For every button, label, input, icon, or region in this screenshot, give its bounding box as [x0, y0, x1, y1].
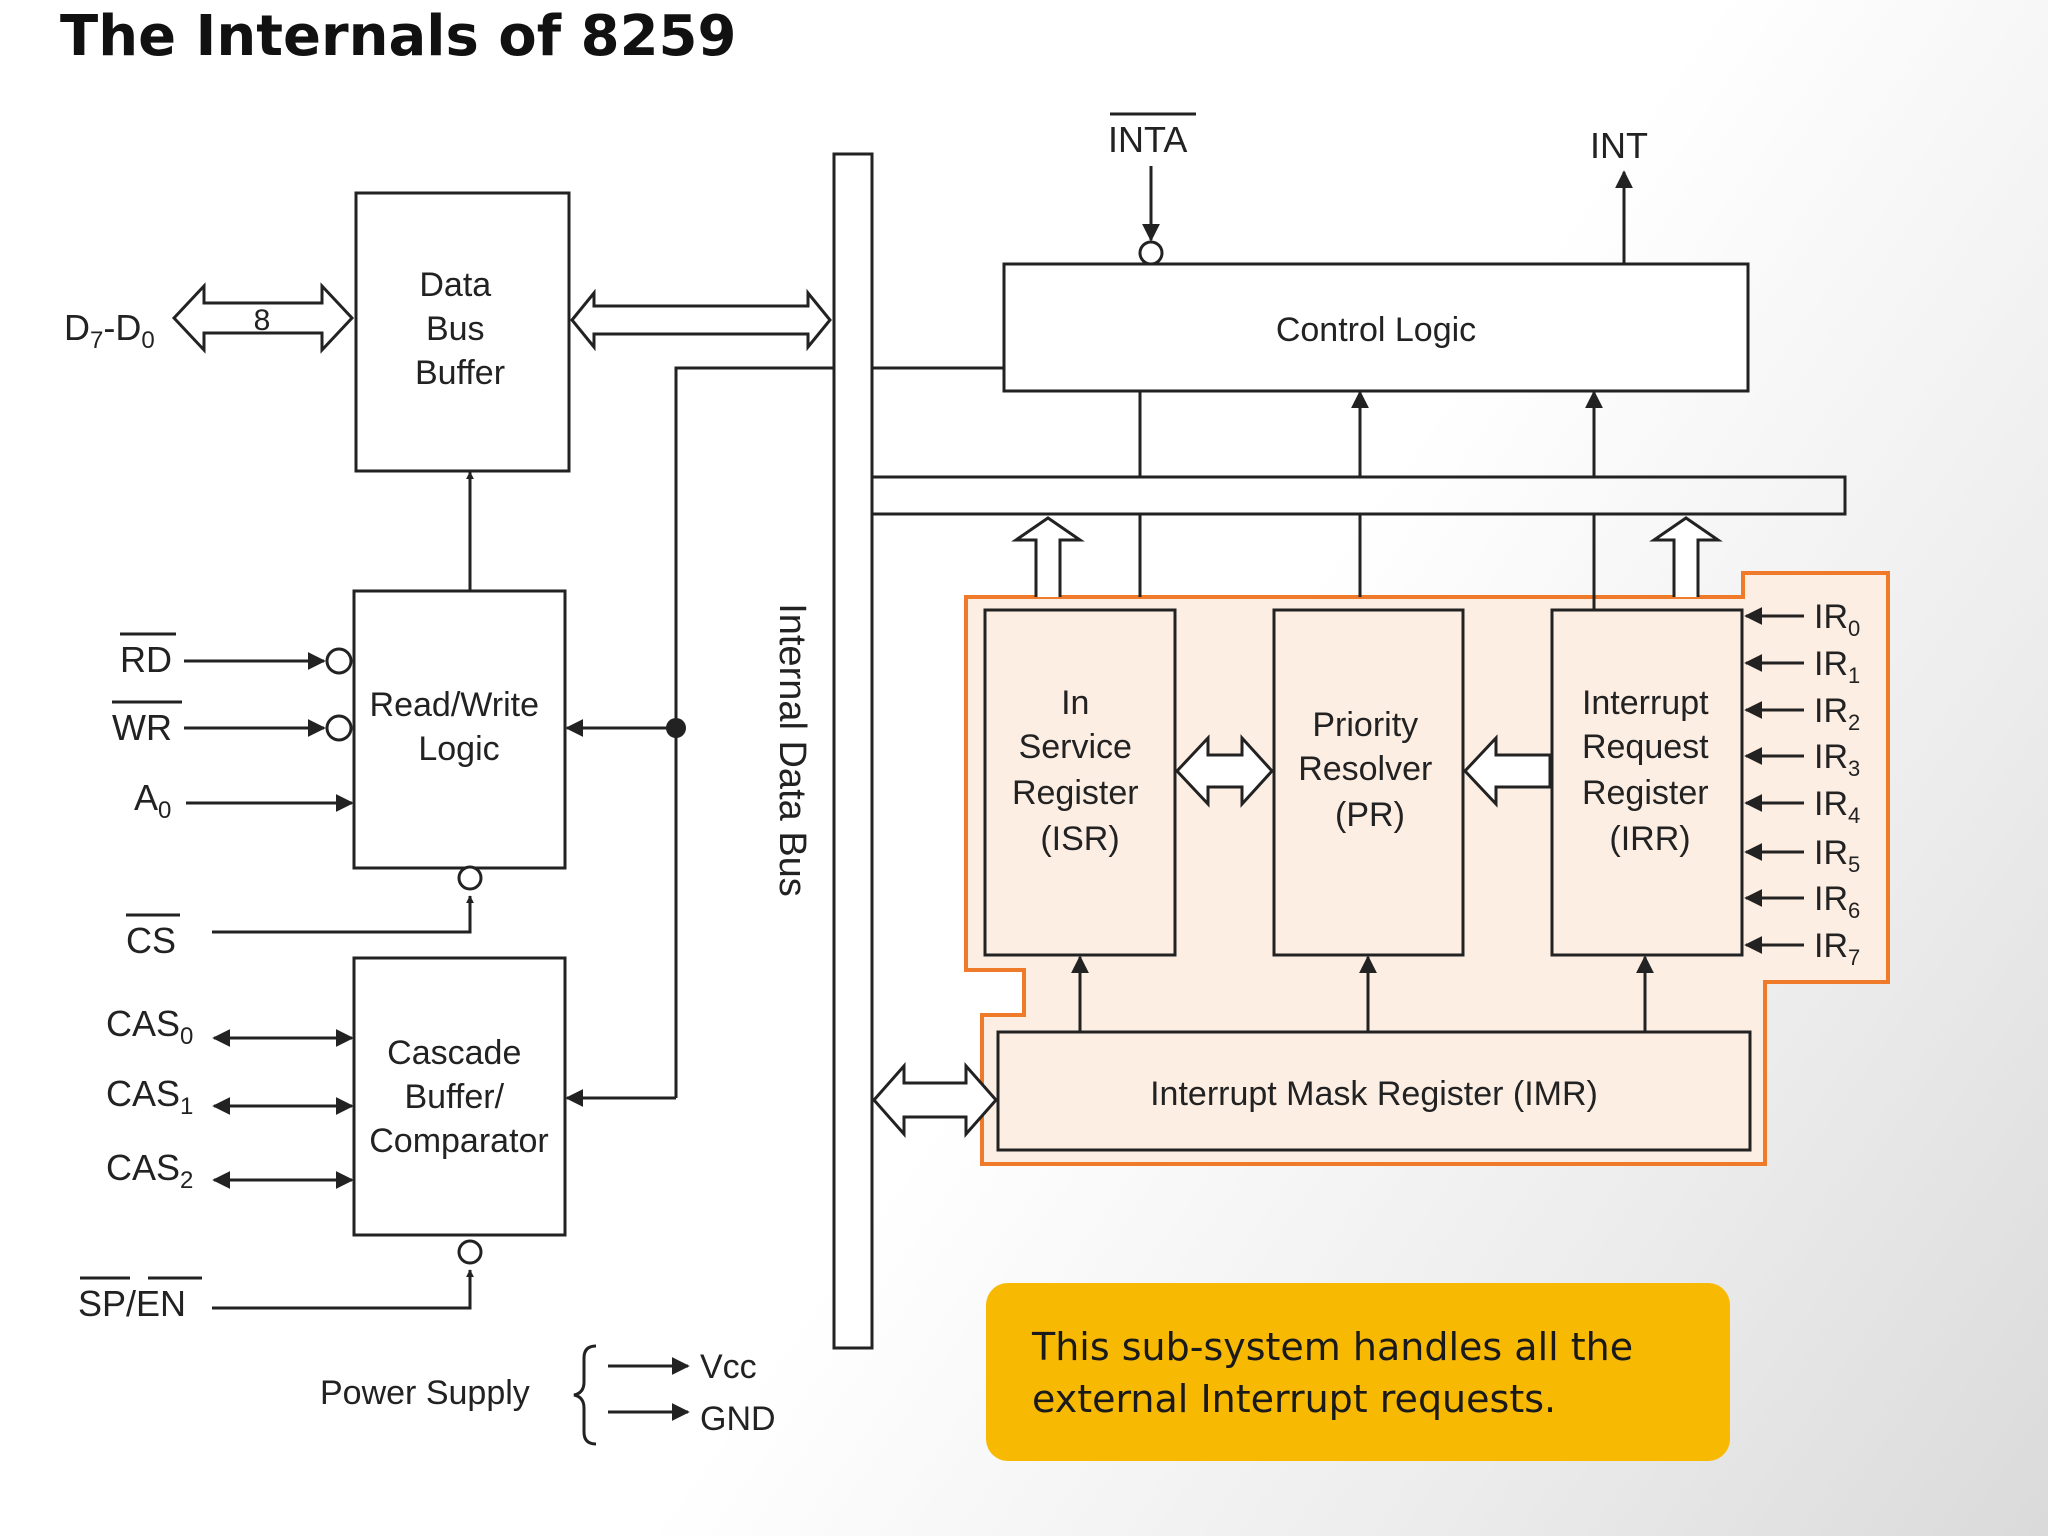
- register-bus: [872, 475, 1847, 516]
- imr-label: Interrupt Mask Register (IMR): [1150, 1075, 1598, 1113]
- bus-tap-line: [674, 366, 834, 1098]
- ir0-label: IR0: [1814, 598, 1860, 641]
- ir3-label: IR3: [1814, 738, 1860, 781]
- pr-block: [1272, 608, 1465, 957]
- cs-inversion-bubble: [457, 865, 483, 891]
- inta-inversion-bubble: [1138, 240, 1164, 266]
- pr-label: Priority Resolver (PR): [1298, 706, 1442, 834]
- cas1-pin-label: CAS1: [106, 1073, 193, 1120]
- sp-en-pin-label: SP/EN: [78, 1283, 186, 1324]
- subsystem-callout: This sub-system handles all the external…: [986, 1283, 1730, 1461]
- read-write-logic-label: Read/Write Logic: [370, 686, 549, 768]
- cascade-buffer-label: Cascade Buffer/ Comparator: [369, 1034, 549, 1160]
- ir5-label: IR5: [1814, 834, 1860, 877]
- power-brace: [573, 1344, 597, 1446]
- sp-en-inversion-bubble: [457, 1239, 483, 1265]
- gnd-label: GND: [700, 1400, 776, 1438]
- callout-line-1: This sub-system handles all the: [1032, 1325, 1634, 1369]
- sp-en-pin-line: [212, 1269, 474, 1310]
- slide-title: The Internals of 8259: [60, 4, 737, 69]
- irr-block: [1550, 608, 1744, 957]
- ir2-label: IR2: [1814, 692, 1860, 735]
- vcc-label: Vcc: [700, 1348, 757, 1386]
- internal-data-bus-label: Internal Data Bus: [771, 603, 813, 897]
- bus-junction-dot: [666, 718, 686, 738]
- data-pins-label: D7-D0: [64, 307, 155, 354]
- irr-up-hollow-arrow: [1649, 516, 1723, 597]
- int-pin-label: INT: [1590, 125, 1648, 166]
- cas2-pin-label: CAS2: [106, 1147, 193, 1194]
- imr-bus-hollow-arrow: [871, 1062, 999, 1138]
- control-logic-label: Control Logic: [1276, 311, 1476, 349]
- buffer-bus-arrow: [570, 288, 832, 352]
- ir4-label: IR4: [1814, 785, 1860, 828]
- irr-label: Interrupt Request Register (IRR): [1582, 684, 1718, 858]
- rd-pin-label: RD: [120, 639, 172, 680]
- inta-pin-label: INTA: [1108, 119, 1187, 160]
- isr-block: [983, 608, 1177, 957]
- cs-pin-label: CS: [126, 920, 176, 961]
- data-bus-buffer-label: Data Bus Buffer: [415, 266, 505, 392]
- a0-pin-label: A0: [134, 777, 171, 824]
- rd-inversion-bubble: [325, 647, 353, 675]
- ir1-label: IR1: [1814, 645, 1860, 688]
- callout-line-2: external Interrupt requests.: [1032, 1377, 1557, 1421]
- ir-inputs: IR0 IR1 IR2 IR3 IR4 IR5 IR6 IR7: [1744, 598, 1860, 970]
- read-write-logic-block: [352, 589, 567, 870]
- ir6-label: IR6: [1814, 880, 1860, 923]
- isr-pr-hollow-arrow: [1174, 734, 1275, 808]
- isr-up-hollow-arrow: [1011, 516, 1085, 597]
- imr-block: [996, 1030, 1752, 1152]
- cs-pin-line: [212, 895, 474, 934]
- wr-pin-label: WR: [112, 707, 172, 748]
- irr-pr-hollow-arrow: [1462, 734, 1552, 808]
- internal-data-bus: [832, 152, 874, 1350]
- data-bus-buffer-block: [354, 191, 571, 473]
- cas0-pin-label: CAS0: [106, 1003, 193, 1050]
- control-logic-block: [1002, 262, 1750, 393]
- isr-label: In Service Register (ISR): [1012, 684, 1148, 858]
- bus-width-label: 8: [254, 304, 271, 337]
- power-supply-label: Power Supply: [320, 1374, 530, 1412]
- wr-inversion-bubble: [325, 714, 353, 742]
- ir7-label: IR7: [1814, 927, 1860, 970]
- cascade-buffer-block: [352, 956, 567, 1237]
- data-pins-arrow: [171, 282, 355, 354]
